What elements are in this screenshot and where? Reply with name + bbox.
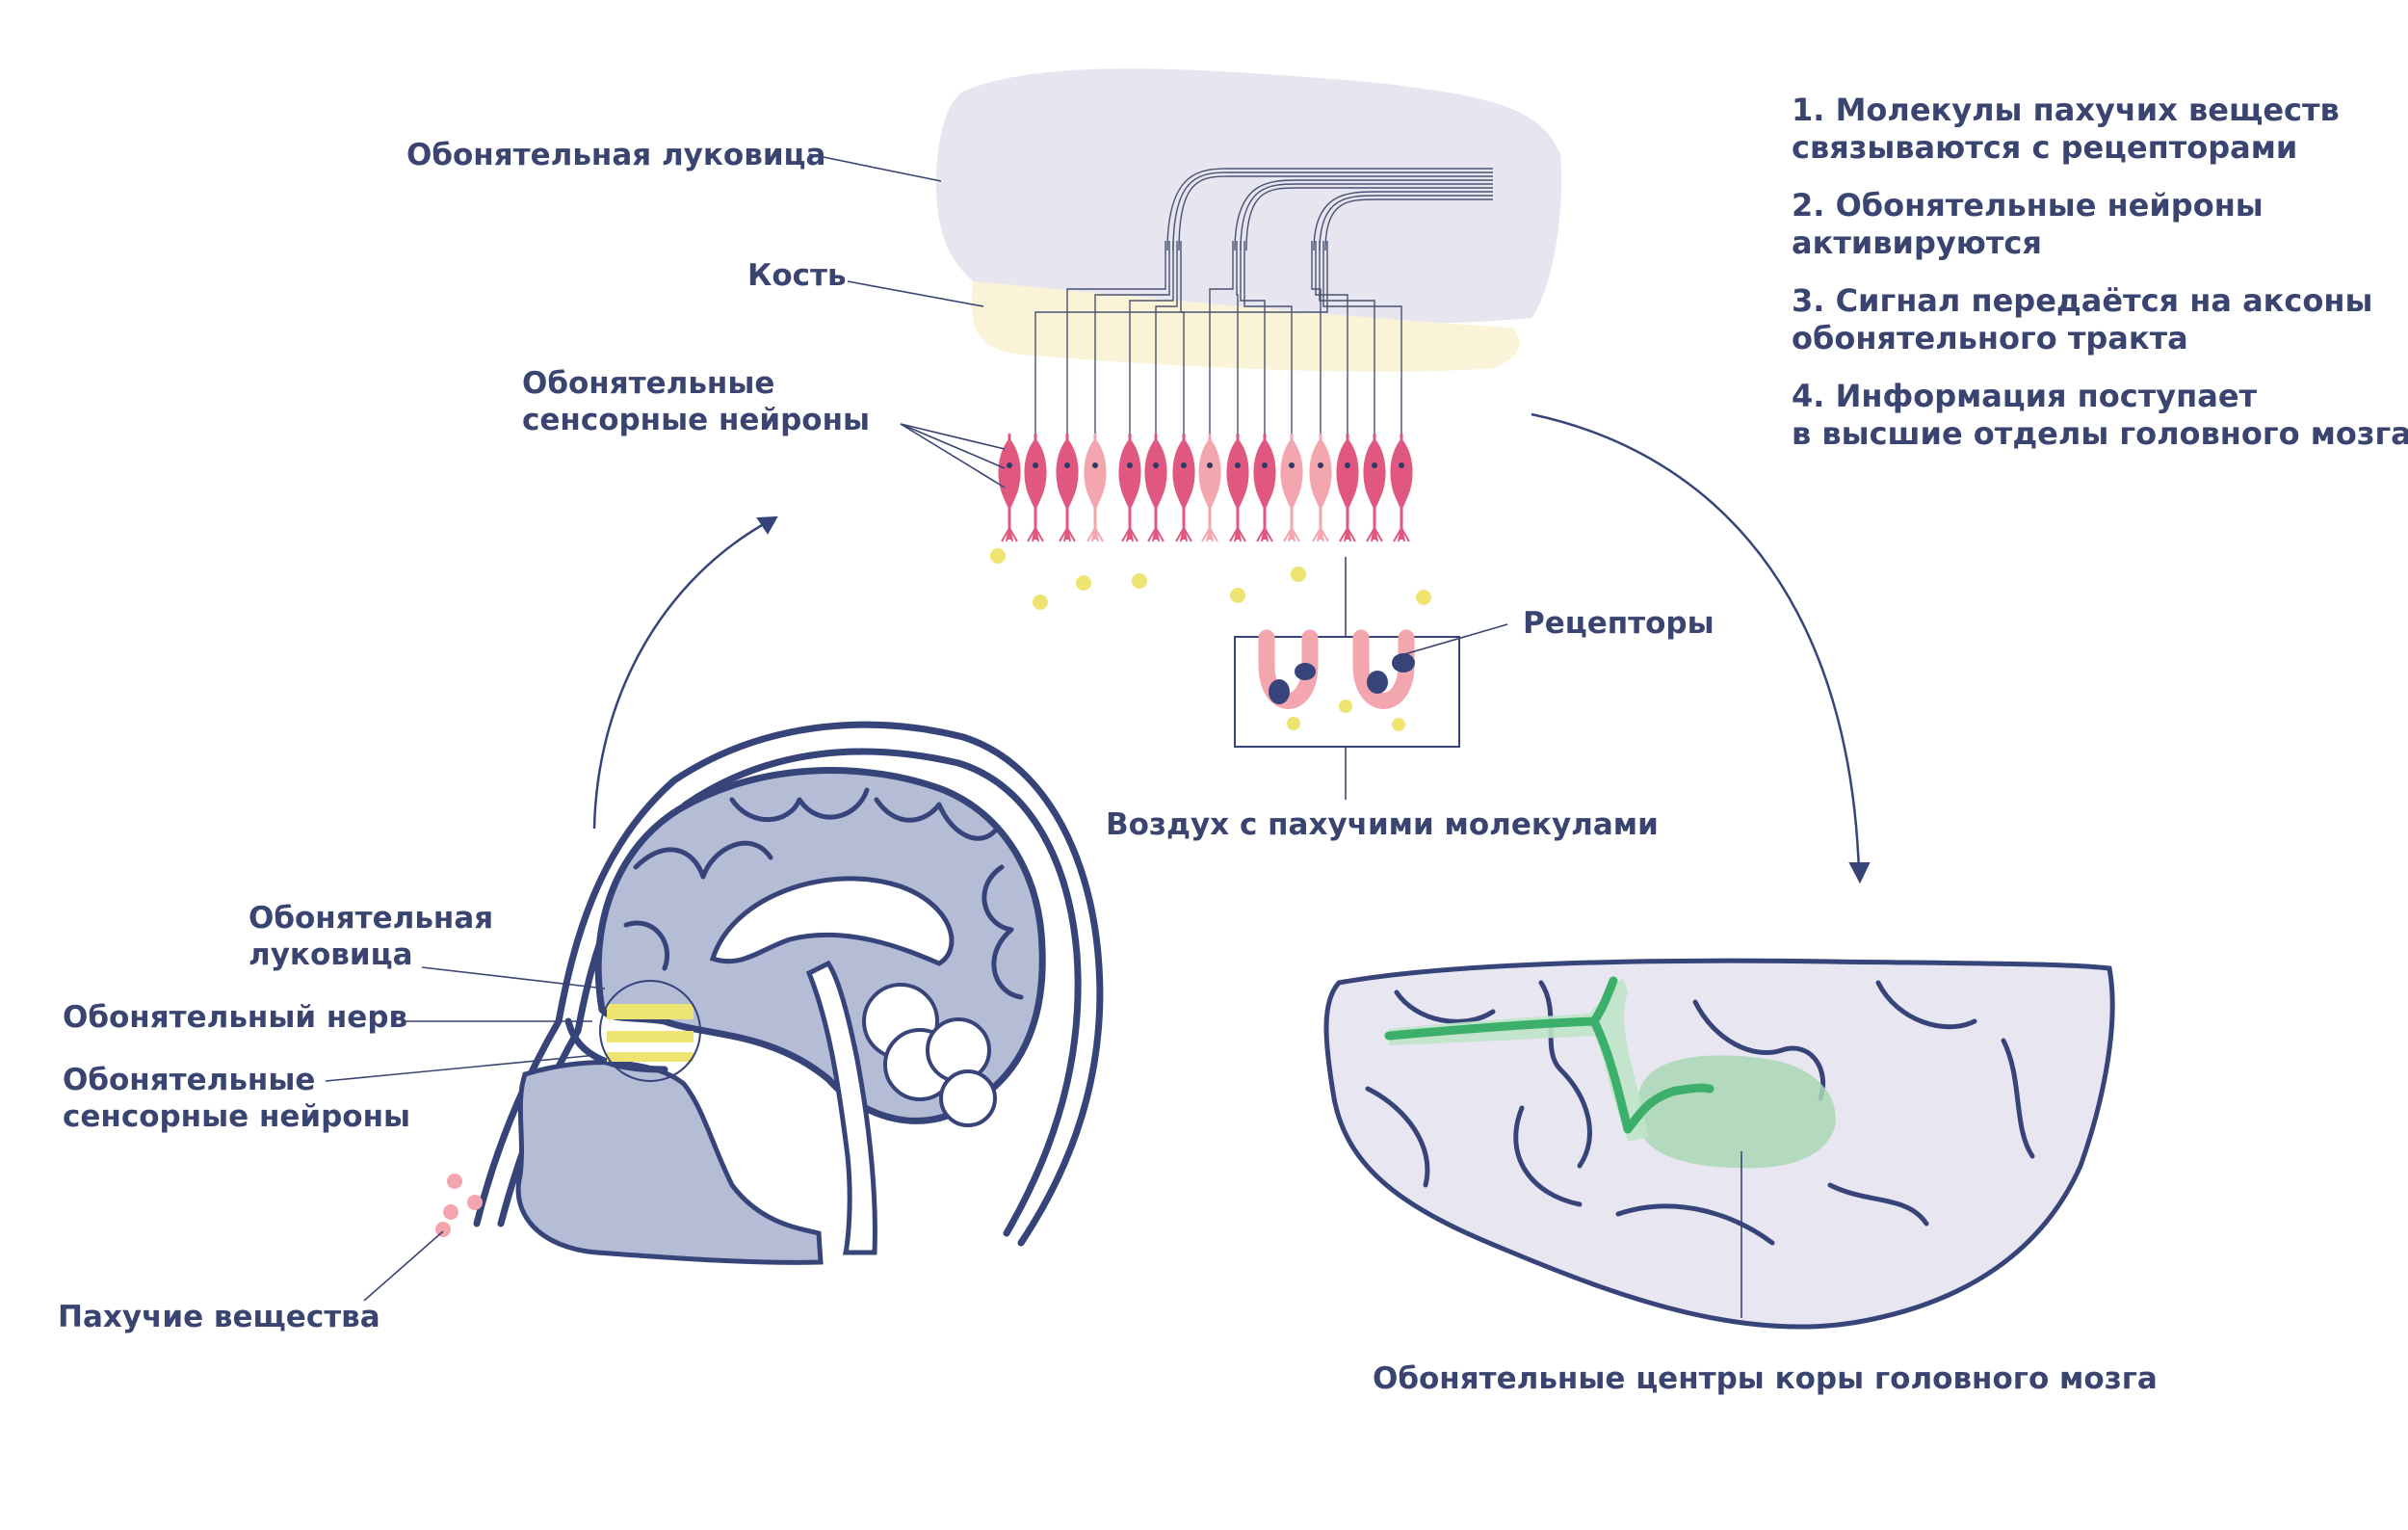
sensory-neuron — [1280, 434, 1303, 542]
step-2-line1: 2. Обонятельные нейроны — [1792, 187, 2264, 224]
label-receptors: Рецепторы — [1523, 606, 1714, 641]
olfactory-center-region — [1636, 1055, 1836, 1169]
cortex-illustration — [1323, 958, 2115, 1330]
arrow-down — [1531, 412, 1861, 873]
label-olfactory-bulb-head-line1: Обонятельная — [249, 901, 493, 936]
head-sagittal-illustration — [435, 721, 1104, 1265]
label-cortex-olfactory-centers: Обонятельные центры коры головного мозга — [1373, 1361, 2158, 1396]
arrow-up — [592, 518, 772, 830]
sensory-neuron — [1056, 434, 1079, 542]
sensory-neuron — [1024, 434, 1047, 542]
label-sensory-neurons-head-line1: Обонятельные — [63, 1063, 315, 1097]
receptor-blob — [1392, 653, 1415, 673]
odorant-dots-nose — [435, 1174, 483, 1237]
steps-list: 1. Молекулы пахучих веществ связываются … — [1792, 92, 2408, 452]
sensory-neuron-row — [998, 434, 1413, 542]
sensory-neuron — [1253, 434, 1276, 542]
label-olfactory-nerve: Обонятельный нерв — [63, 1000, 407, 1035]
sensory-neuron — [1336, 434, 1359, 542]
label-olfactory-bulb-top: Обонятельная луковица — [406, 138, 825, 172]
step-2-line2: активируются — [1792, 224, 2042, 261]
brain-stem — [805, 960, 877, 1255]
cerebellum — [862, 983, 997, 1127]
step-3-line2: обонятельного тракта — [1792, 320, 2188, 356]
label-sensory-neurons-top-line2: сенсорные нейроны — [522, 403, 870, 437]
cycle-arrows — [592, 412, 1871, 884]
sensory-neuron — [998, 434, 1021, 542]
step-3-line1: 3. Сигнал передаётся на аксоны — [1792, 282, 2372, 319]
label-odorants: Пахучие вещества — [58, 1300, 380, 1334]
leader-lines — [325, 153, 1508, 1302]
receptor-blob — [1269, 679, 1290, 704]
receptor-blob — [1367, 671, 1388, 694]
sensory-neuron — [1144, 434, 1167, 542]
receptor-inset — [1234, 557, 1460, 800]
step-1-line2: связываются с рецепторами — [1792, 129, 2297, 166]
sensory-neuron — [1118, 434, 1141, 542]
sensory-neuron — [1198, 434, 1221, 542]
odorant-dots-top — [990, 548, 1431, 610]
sensory-neuron — [1363, 434, 1386, 542]
label-air-with-odorants: Воздух с пахучими молекулами — [1106, 807, 1659, 842]
label-sensory-neurons-top-line1: Обонятельные — [522, 366, 774, 401]
step-4-line2: в высшие отделы головного мозга — [1792, 415, 2408, 452]
olfactory-nerve-highlight — [599, 980, 701, 1082]
step-4-line1: 4. Информация поступает — [1792, 378, 2258, 414]
receptor-blob — [1295, 663, 1316, 680]
axon-bundle — [1034, 168, 1493, 438]
sensory-neuron — [1084, 434, 1107, 542]
sensory-neuron — [1390, 434, 1413, 542]
label-bone: Кость — [747, 258, 847, 293]
label-olfactory-bulb-head-line2: луковица — [249, 937, 413, 972]
diagram-labels: Обонятельная луковица Кость Обонятельные… — [58, 138, 2158, 1396]
nasal-cavity — [515, 1060, 824, 1265]
sensory-neuron — [1309, 434, 1332, 542]
label-sensory-neurons-head-line2: сенсорные нейроны — [63, 1099, 410, 1134]
sensory-neuron — [1226, 434, 1249, 542]
sensory-neuron — [1172, 434, 1195, 542]
step-1-line1: 1. Молекулы пахучих веществ — [1792, 92, 2340, 128]
bone-layer — [971, 281, 1520, 372]
corpus-callosum — [709, 876, 955, 966]
olfactory-tract — [1384, 976, 1714, 1134]
